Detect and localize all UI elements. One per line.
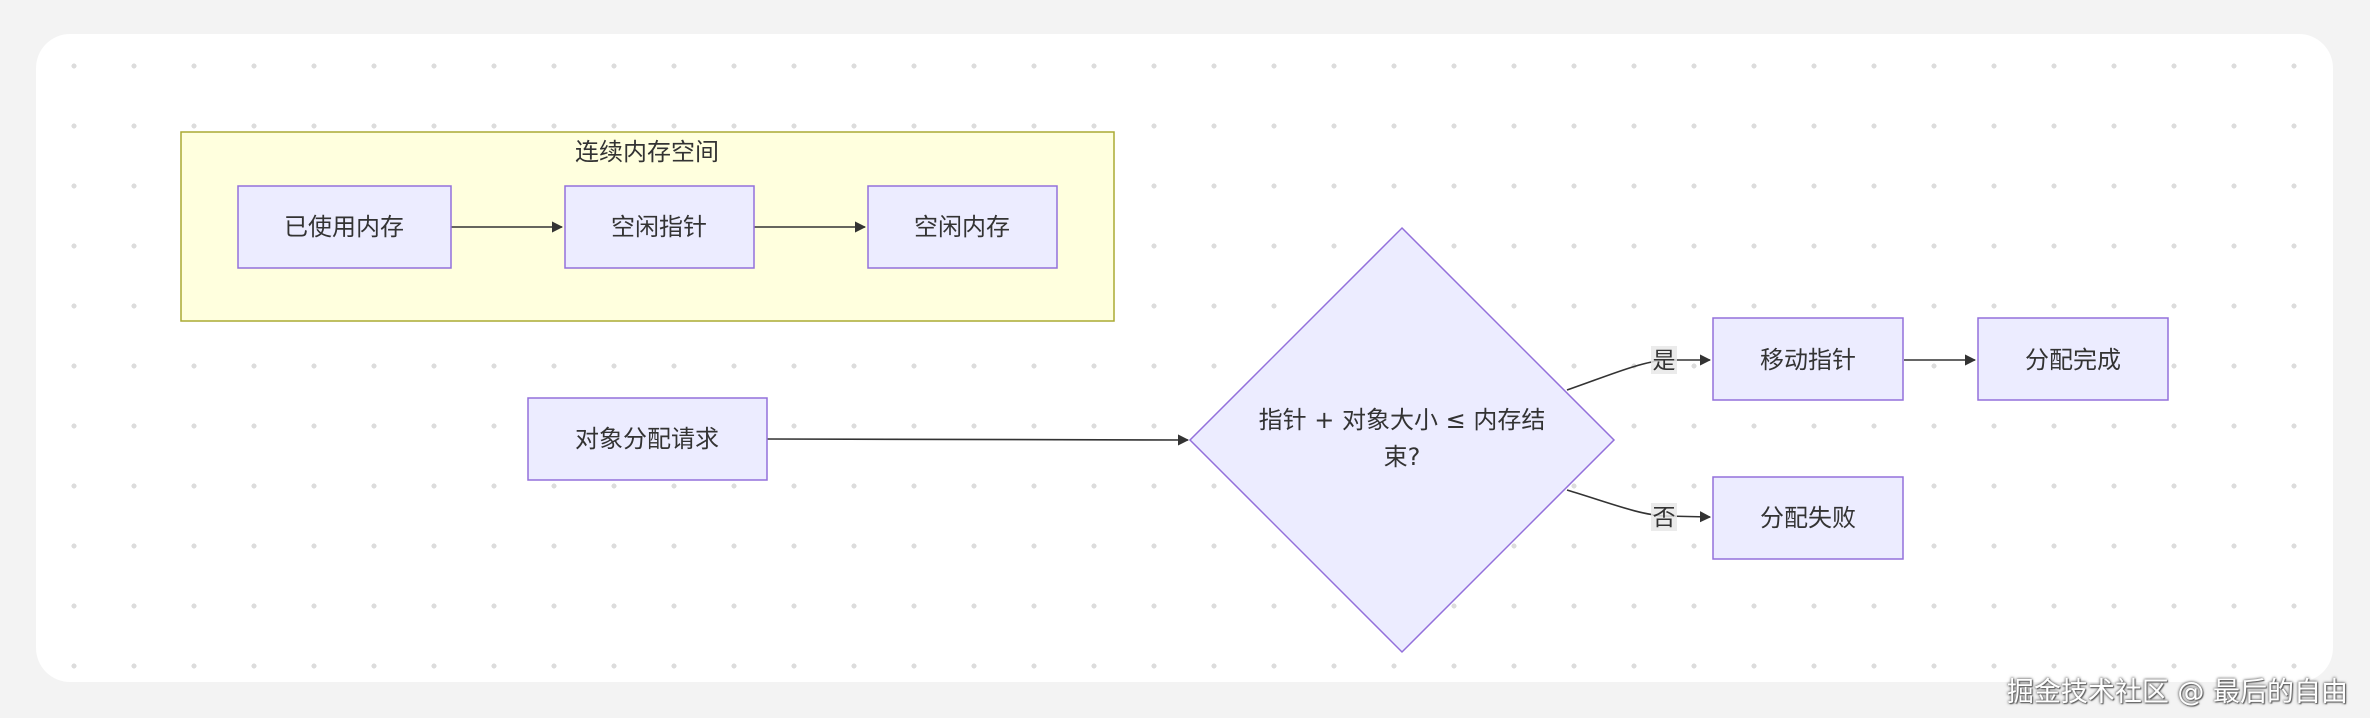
node-free-pointer: 空闲指针 xyxy=(564,185,755,269)
node-label-alloc-request: 对象分配请求 xyxy=(575,425,719,453)
edge-label-yes-bg xyxy=(1651,346,1677,374)
node-label-decision-line2: 束? xyxy=(1384,443,1421,471)
edge-label-no-bg xyxy=(1651,503,1677,531)
node-label-decision-line1: 指针 + 对象大小 ≤ 内存结 xyxy=(1259,406,1546,434)
node-move-pointer: 移动指针 xyxy=(1712,317,1904,401)
cluster-label: 连续内存空间 xyxy=(575,138,719,166)
node-alloc-request: 对象分配请求 xyxy=(527,397,768,481)
node-label-move-pointer: 移动指针 xyxy=(1760,346,1856,374)
node-alloc-fail: 分配失败 xyxy=(1712,476,1904,560)
node-alloc-done: 分配完成 xyxy=(1977,317,2169,401)
node-label-free-pointer: 空闲指针 xyxy=(611,213,707,241)
edge-request-to-decision xyxy=(766,434,1190,446)
node-label-used-memory: 已使用内存 xyxy=(284,213,404,241)
edge-label-no: 否 xyxy=(1653,505,1676,531)
edge-decision-yes xyxy=(1566,354,1712,391)
edge-decision-no xyxy=(1566,489,1712,523)
watermark: 掘金技术社区 @ 最后的自由 xyxy=(2006,677,2348,708)
node-label-free-memory: 空闲内存 xyxy=(914,213,1010,241)
node-label-alloc-fail: 分配失败 xyxy=(1760,504,1856,532)
edge-label-yes: 是 xyxy=(1653,348,1676,374)
node-free-memory: 空闲内存 xyxy=(867,185,1058,269)
node-used-memory: 已使用内存 xyxy=(237,185,452,269)
node-label-alloc-done: 分配完成 xyxy=(2025,346,2121,374)
node-decision: 指针 + 对象大小 ≤ 内存结 束? xyxy=(1188,226,1616,654)
